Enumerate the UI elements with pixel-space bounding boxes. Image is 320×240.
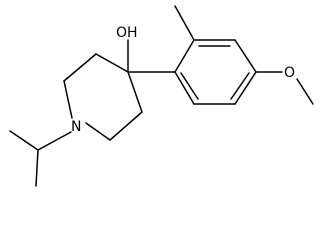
nitrogen-label: N: [71, 119, 81, 135]
bond-ar1-ar2: [174, 39, 195, 73]
methoxy-oxygen-label: O: [284, 65, 295, 81]
bond-ch-me1: [9, 130, 39, 151]
bond-n-ch: [37, 131, 72, 151]
bond-ar2-methyl: [174, 5, 195, 41]
bond-ar3-ar4: [234, 39, 257, 73]
bond-o-ch3: [296, 78, 314, 105]
bond-ar4-ar5: [234, 71, 257, 105]
piperidine-ring: [63, 53, 143, 141]
bond-c2b-c3b: [109, 111, 143, 141]
bond-c2a-n: [63, 80, 73, 119]
methoxy-group: [255, 71, 314, 105]
bond-c3b-c4: [127, 71, 143, 113]
hydroxyl-label: OH: [116, 25, 138, 41]
bond-c4-c3a: [95, 53, 129, 73]
aromatic-inner-bond-3: [180, 72, 199, 100]
aryl-ring: [127, 39, 257, 105]
bond-ar6-ar1: [174, 71, 195, 105]
chemical-structure: OH N O: [9, 5, 314, 187]
isopropyl-group: [9, 130, 72, 187]
aromatic-inner-bond-2: [230, 72, 250, 100]
bond-n-c2b: [85, 122, 111, 141]
bond-ch-me2: [35, 149, 39, 187]
bond-c3a-c2a: [63, 53, 97, 82]
